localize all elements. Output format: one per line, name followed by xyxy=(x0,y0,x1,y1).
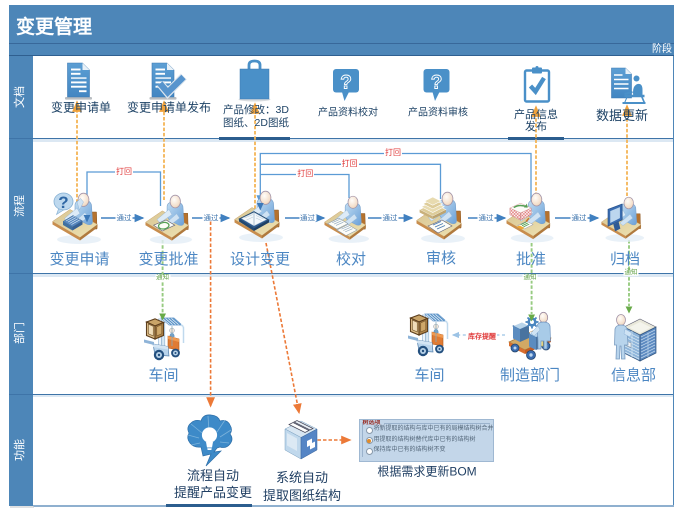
svg-text:?: ? xyxy=(340,73,352,94)
svg-text:?: ? xyxy=(431,73,443,94)
svg-text:?: ? xyxy=(58,193,68,212)
